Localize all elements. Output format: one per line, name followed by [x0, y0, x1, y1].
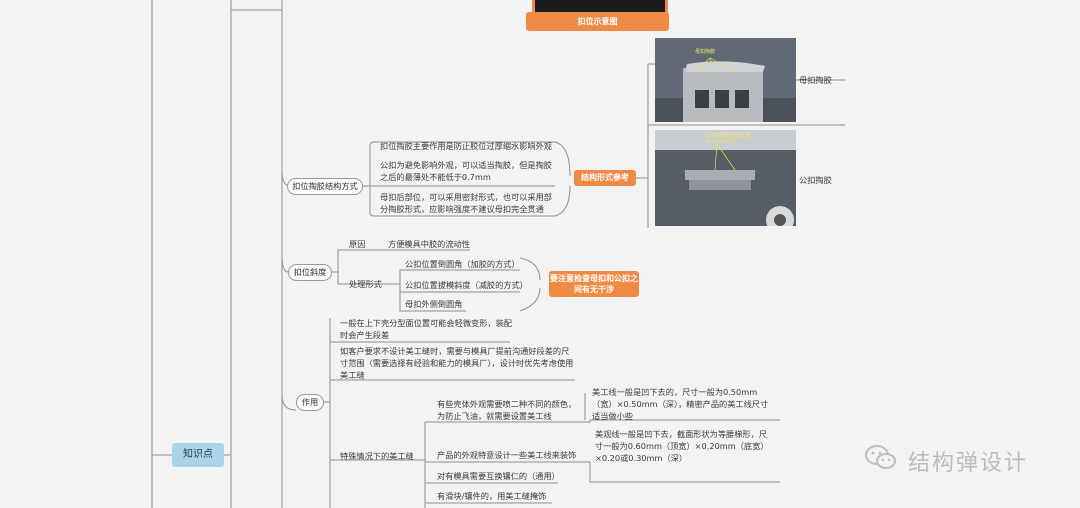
- watermark-text: 结构弹设计: [908, 451, 1029, 476]
- slope-method-1: 公扣位置倒圆角（加胶的方式）: [405, 259, 520, 269]
- slope-method-2: 公扣位置拔模斜度（减胶的方式）: [405, 280, 528, 290]
- effect-special-label: 特殊情况下的美工缝: [340, 451, 414, 461]
- photo1-caption: 母扣掏胶: [799, 75, 832, 85]
- slope-reason-label: 原因: [349, 239, 366, 249]
- slope-callout: 要注意检查母扣和公扣之间有无干涉: [549, 271, 639, 297]
- special-item-1: 有些壳体外观需要喷二种不同的颜色，为防止飞油，就需要设置美工线: [437, 399, 577, 421]
- special-item-2: 产品的外观特意设计一些美工线来装饰: [437, 450, 577, 460]
- branch-effect-label[interactable]: 作用: [296, 394, 324, 411]
- photo1-inner-label: 母扣掏胶: [695, 49, 716, 55]
- photo2-caption: 公扣掏胶: [799, 175, 832, 185]
- structure-item-2: 公扣为避免影响外观，可以适当掏胶，但是掏胶之后的最薄处不能低于0.7mm: [380, 160, 552, 182]
- effect-item-1: 一般在上下壳分型面位置可能会轻微变形，装配时会产生段差: [340, 318, 512, 340]
- photo-female-snap: 母扣掏胶: [655, 38, 796, 122]
- structure-callout: 结构形式参考: [574, 170, 636, 186]
- branch-structure-label[interactable]: 扣位掏胶结构方式: [287, 178, 363, 195]
- photo-male-snap: 公扣掏胶后胶位厚度 (0.7mm以下): [655, 130, 796, 226]
- effect-detail-2: 美观线一般是凹下去，截面形状为等腰梯形，尺寸一般为0.60mm（顶宽）×0.20…: [595, 429, 769, 463]
- photo2-inner-label: 公扣掏胶后胶位厚度 (0.7mm以下): [705, 133, 751, 145]
- slope-method-3: 母扣外侧倒圆角: [405, 299, 463, 309]
- slope-method-label: 处理形式: [349, 279, 382, 289]
- special-item-3: 对有模具需要互换镶仁的（通用）: [437, 471, 560, 481]
- structure-item-3: 母扣后部位，可以采用密封形式，也可以采用部分掏胶形式，应影响强度不建议母扣完全贯…: [380, 192, 552, 214]
- structure-item-1: 扣位掏胶主要作用是防止胶位过厚缩水影响外观: [380, 141, 552, 151]
- slope-reason-text: 方便模具中胶的流动性: [388, 239, 470, 249]
- special-item-4: 有滑块/镶件的，用美工缝掩饰: [437, 491, 547, 501]
- branch-slope-label[interactable]: 扣位斜度: [288, 264, 332, 281]
- effect-detail-1: 美工线一般是凹下去的，尺寸一般为0.50mm（宽）×0.50mm（深），精密产品…: [592, 387, 769, 421]
- root-node[interactable]: 知识点: [172, 443, 224, 467]
- effect-item-2: 如客户要求不设计美工缝时，需要与模具厂提前沟通好段差的尺寸范围（需要选择有经验和…: [340, 346, 574, 380]
- wechat-icon: [864, 444, 898, 472]
- top-callout: 扣位示意图: [526, 12, 669, 31]
